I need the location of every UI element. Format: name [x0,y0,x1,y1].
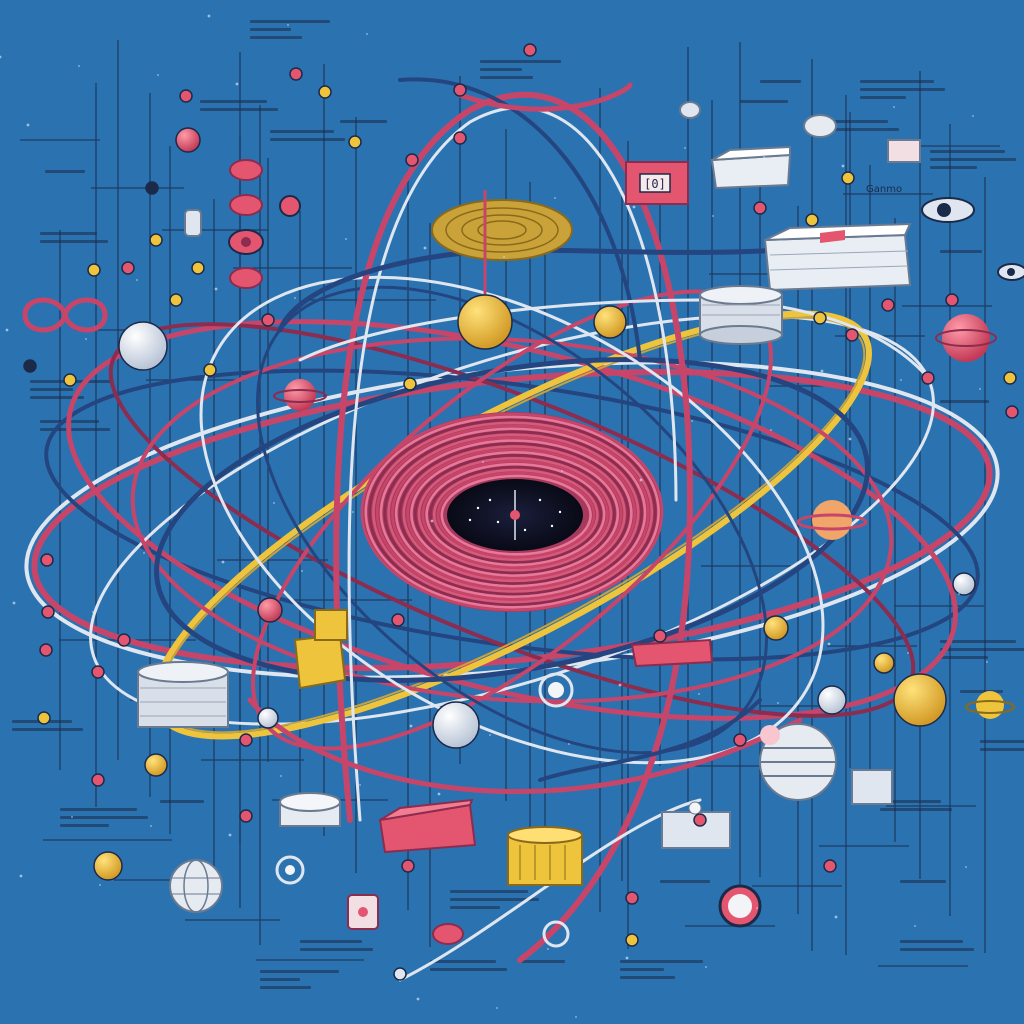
planet-icon [935,314,997,362]
eye-icon [921,197,975,223]
background-stars [0,14,988,1018]
cylinder-icon [137,661,229,728]
planet-icon [796,500,868,540]
cube-icon [763,222,912,292]
void-stars [468,498,562,532]
node-icons [23,43,1019,981]
globe-icon [169,859,223,913]
cylinder-icon [279,792,341,827]
chip-icon [507,826,583,886]
annotation-scribbles [12,20,1024,989]
cube-icon [851,769,893,805]
capsule-icons [184,101,837,945]
node-icon [728,894,752,918]
cube-icon [378,798,477,854]
note-label: Ganmo [866,184,902,195]
planet-icon [273,379,327,411]
cube-icon [630,638,714,668]
cube-icon [293,609,348,690]
globe-icon [759,723,837,801]
infinity-icon [22,297,108,333]
node-icon [548,682,564,698]
sphere-icons [93,127,976,881]
coil-icon [431,190,573,300]
loop-wires [247,77,932,982]
planet-icon [965,691,1015,719]
box-label: [0] [644,177,666,191]
cube-icon [710,145,792,190]
cube-icon [887,139,921,163]
eye-icon [997,263,1024,281]
wire-vortex [360,412,664,612]
node-icon [285,865,295,875]
cylinder-icon [699,285,783,345]
label-box: [0] [625,161,689,205]
